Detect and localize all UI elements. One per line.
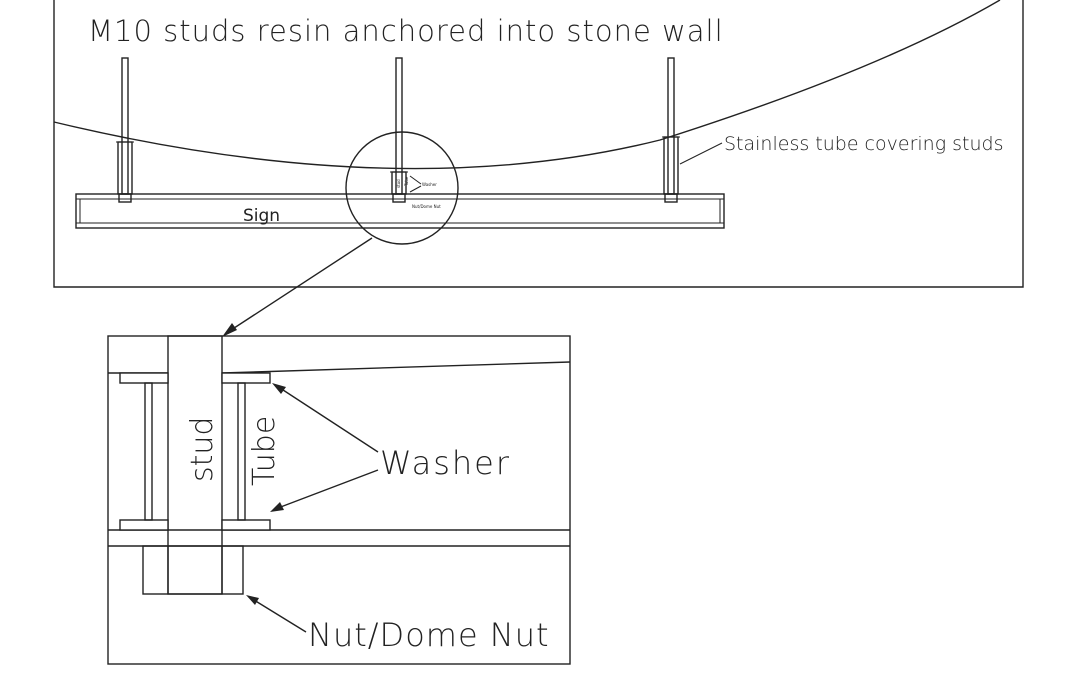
tube-wall-right [237,382,246,521]
tube-note-leader [679,142,723,165]
detail-view: stud Tube Washer Nut/Dome Nut [107,335,571,665]
small-washer-label: Washer [422,182,437,187]
washer-bottom-right [221,519,271,531]
detail-frame [107,335,571,665]
tube-wall-left [144,382,153,521]
detail-nut [142,545,244,595]
washer-top-left [119,372,169,384]
detail-nut-label: Nut/Dome Nut [308,616,550,654]
small-nut-label: Nut/Dome Nut [412,204,441,209]
detail-stud-label: stud [185,417,220,482]
washer-bottom-left [119,519,169,531]
detail-callout-circle [345,131,459,245]
small-stud-label: stud [396,179,401,188]
top-note: M10 studs resin anchored into stone wall [88,14,724,48]
small-tube-label: Tube [404,176,409,187]
tube-note: Stainless tube covering studs [724,133,1004,155]
detail-tube-label: Tube [247,416,282,486]
elevation-frame [53,0,1024,288]
sign-plate [75,193,725,229]
stud-middle [390,57,408,203]
wall-curve [53,0,1001,170]
stud-right [662,57,680,203]
detail-washer-label: Washer [380,444,511,482]
sign-label: Sign [243,206,280,226]
elevation-view: Sign stud Tube Washe [53,0,1024,288]
stud-left [116,57,134,203]
detail-leader [222,237,373,337]
washer-top-right [221,372,271,384]
